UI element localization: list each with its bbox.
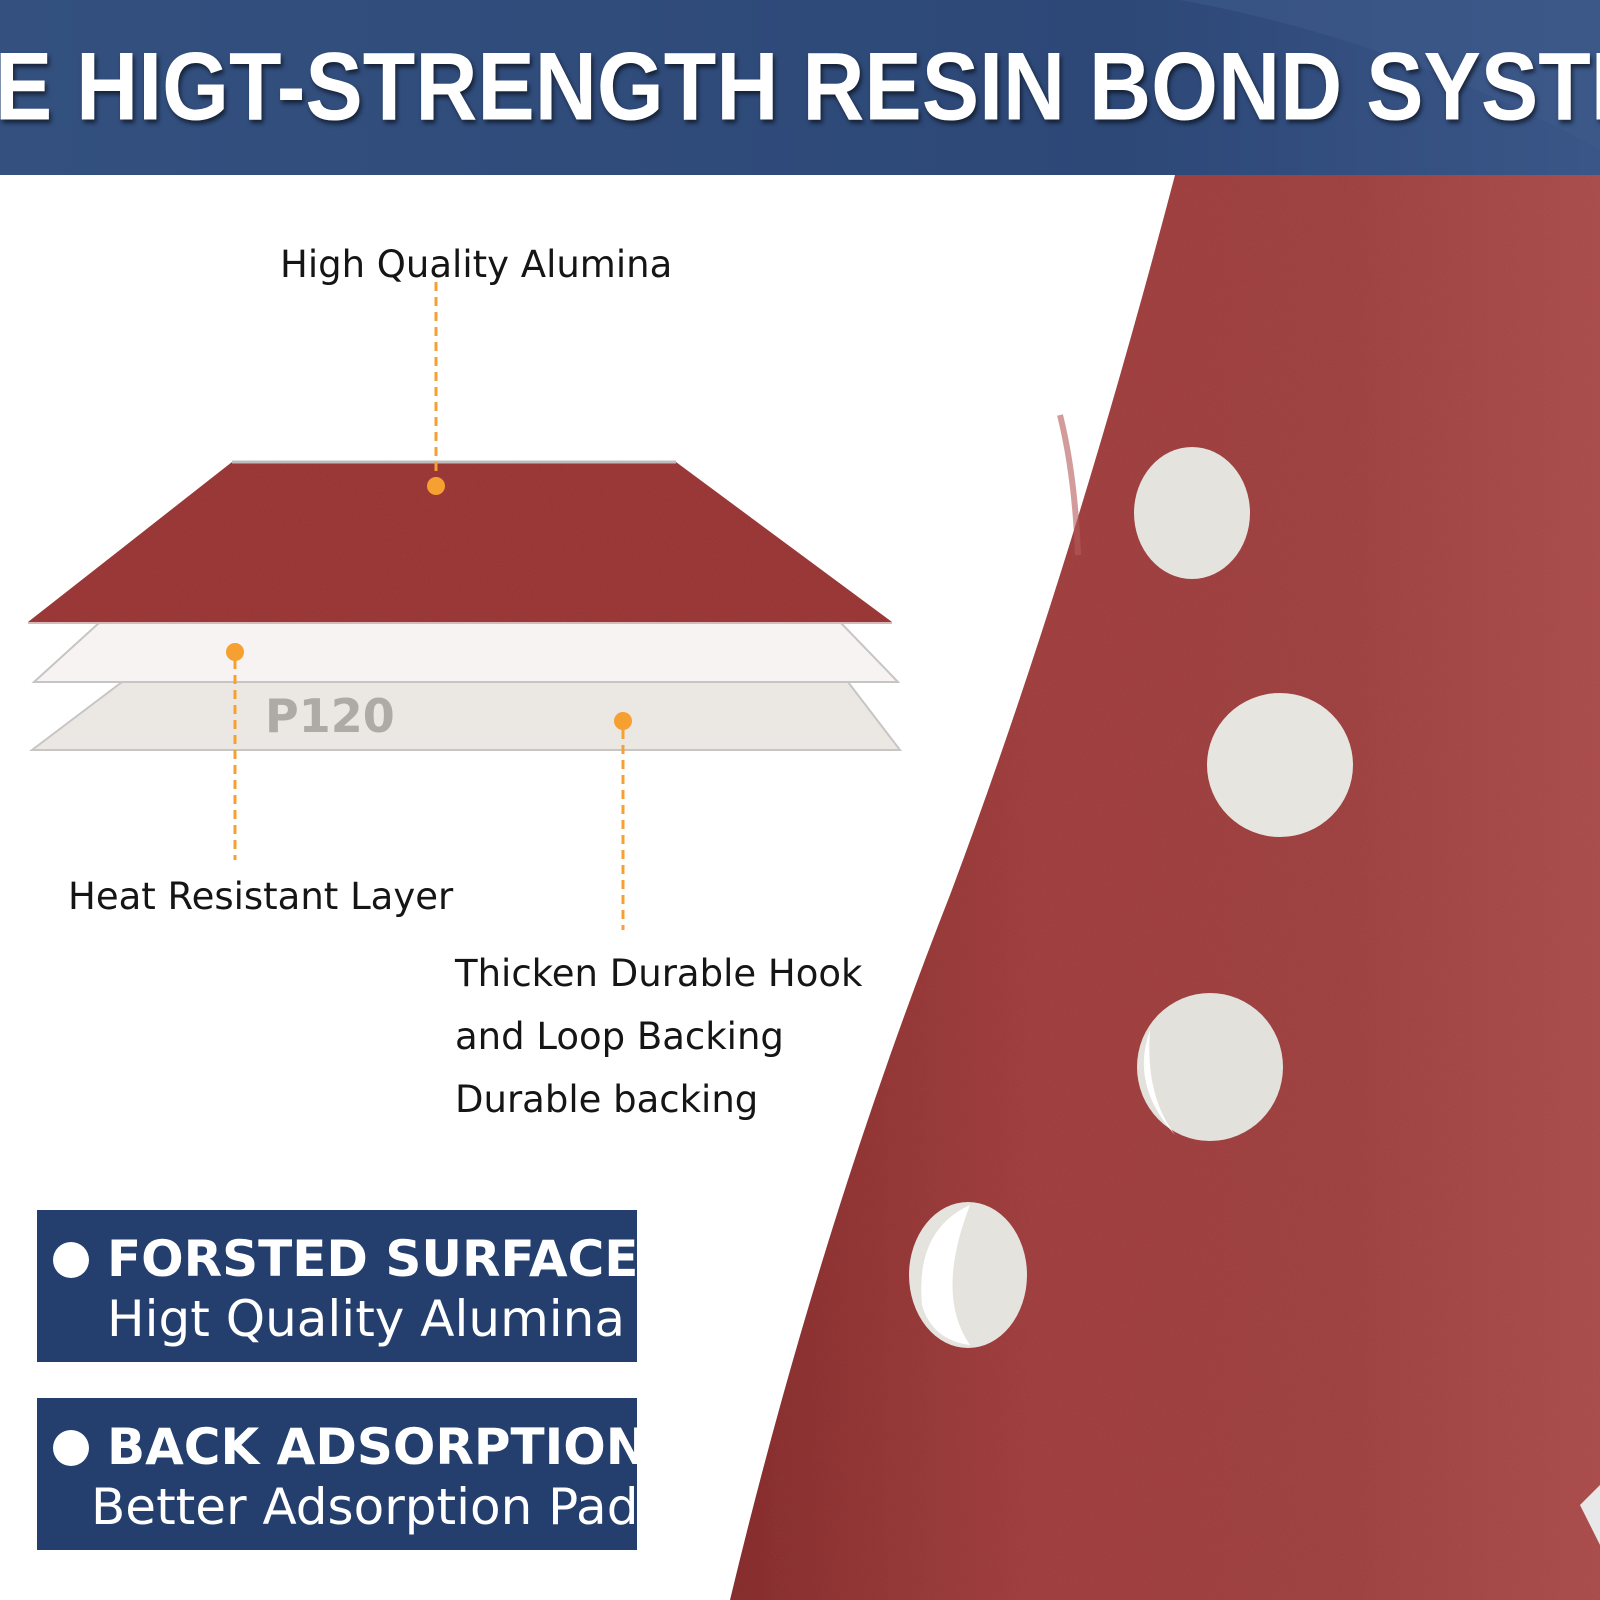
layer-diagram: P120 bbox=[28, 282, 903, 930]
page-title: THE HIGT-STRENGTH RESIN BOND SYSTEM bbox=[0, 33, 1600, 141]
callout-leader-middle bbox=[226, 643, 244, 860]
callout-heat-resistant-layer: Heat Resistant Layer bbox=[68, 875, 454, 918]
bullet-dot bbox=[53, 1242, 89, 1278]
feature-subtitle: Higt Quality Alumina bbox=[107, 1290, 625, 1348]
alumina-layer bbox=[28, 462, 892, 622]
heat-resistant-layer bbox=[31, 621, 901, 683]
grit-label: P120 bbox=[265, 689, 395, 743]
callout-line: Thicken Durable Hook bbox=[455, 952, 863, 995]
feature-box-back-adsorption: BACK ADSORPTION Better Adsorption Pad bbox=[37, 1398, 648, 1550]
callout-line: Durable backing bbox=[455, 1078, 759, 1121]
sheet-hole bbox=[1207, 693, 1353, 837]
sheet-hole bbox=[1134, 447, 1250, 579]
callout-hook-and-loop-backing: Thicken Durable Hook and Loop Backing Du… bbox=[455, 942, 862, 1131]
sandpaper-sheet-image bbox=[730, 175, 1600, 1600]
feature-title: BACK ADSORPTION bbox=[107, 1418, 648, 1476]
header-banner: THE HIGT-STRENGTH RESIN BOND SYSTEM bbox=[0, 0, 1600, 175]
bullet-dot bbox=[53, 1430, 89, 1466]
feature-subtitle: Better Adsorption Pad bbox=[91, 1478, 639, 1536]
callout-high-quality-alumina: High Quality Alumina bbox=[280, 243, 673, 286]
callout-leader-bottom bbox=[614, 712, 632, 930]
backing-layer bbox=[29, 681, 903, 751]
feature-title: FORSTED SURFACE bbox=[107, 1230, 639, 1288]
banner-shade bbox=[0, 0, 1600, 175]
callout-leader-top bbox=[427, 282, 445, 495]
sheet-hole bbox=[1137, 993, 1283, 1141]
feature-box-forsted-surface: FORSTED SURFACE Higt Quality Alumina bbox=[37, 1210, 639, 1362]
callout-line: and Loop Backing bbox=[455, 1015, 784, 1058]
